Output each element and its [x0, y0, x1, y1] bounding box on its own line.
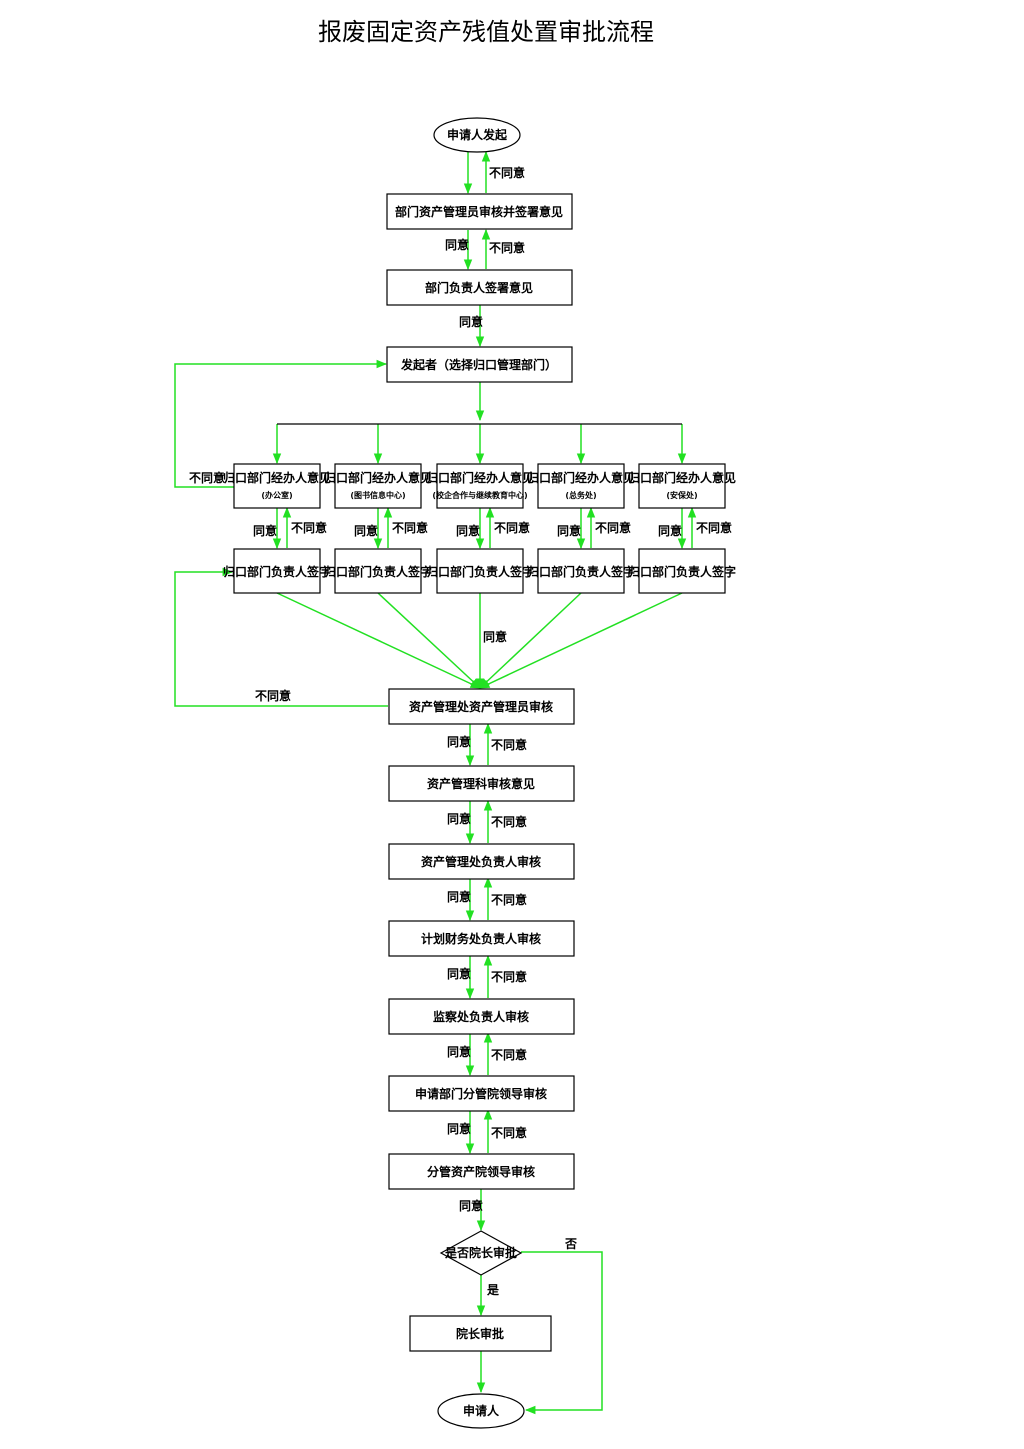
- svg-text:归口部门经办人意见: 归口部门经办人意见: [527, 470, 635, 485]
- node-handler-1: 归口部门经办人意见 (办公室): [223, 463, 331, 509]
- node-head-sign-3: 归口部门负责人签字: [426, 548, 534, 594]
- svg-text:申请人发起: 申请人发起: [447, 127, 508, 142]
- svg-text:部门资产管理员审核并签署意见: 部门资产管理员审核并签署意见: [395, 204, 563, 219]
- edge-label-agree: 同意: [447, 889, 471, 904]
- edge-label-agree: 同意: [483, 629, 507, 644]
- edge-label-disagree: 不同意: [696, 520, 732, 535]
- svg-text:分管资产院领导审核: 分管资产院领导审核: [427, 1164, 535, 1179]
- edge-label-disagree: 不同意: [489, 165, 525, 180]
- node-asset-office-head: 资产管理处负责人审核: [388, 843, 575, 880]
- edge-label-disagree: 不同意: [189, 470, 225, 485]
- edge-label-disagree: 不同意: [491, 1125, 527, 1140]
- node-handler-3: 归口部门经办人意见 (校企合作与继续教育中心): [426, 463, 534, 509]
- node-supervision-head: 监察处负责人审核: [388, 998, 575, 1035]
- svg-text:归口部门负责人签字: 归口部门负责人签字: [527, 564, 635, 579]
- node-end: 申请人: [437, 1393, 525, 1429]
- edge-label-agree: 同意: [557, 523, 581, 538]
- svg-text:(办公室): (办公室): [261, 490, 292, 500]
- svg-text:归口部门经办人意见: 归口部门经办人意见: [324, 470, 432, 485]
- flow-lines: [174, 150, 697, 1415]
- edge-label-disagree: 不同意: [494, 520, 530, 535]
- svg-text:归口部门经办人意见: 归口部门经办人意见: [426, 470, 534, 485]
- node-decision: 是否院长审批: [439, 1230, 523, 1276]
- svg-text:部门负责人签署意见: 部门负责人签署意见: [425, 280, 533, 295]
- edge-label-disagree: 不同意: [491, 892, 527, 907]
- edge-label-agree: 同意: [253, 523, 277, 538]
- node-finance-head: 计划财务处负责人审核: [388, 920, 575, 957]
- svg-text:发起者（选择归口管理部门）: 发起者（选择归口管理部门）: [400, 357, 557, 372]
- node-asset-section: 资产管理科审核意见: [388, 765, 575, 802]
- edge-label-agree: 同意: [459, 1198, 483, 1213]
- node-handler-2: 归口部门经办人意见 (图书信息中心): [324, 463, 432, 509]
- edge-label-disagree: 不同意: [595, 520, 631, 535]
- edge-label-agree: 同意: [445, 237, 469, 252]
- svg-text:归口部门经办人意见: 归口部门经办人意见: [223, 470, 331, 485]
- svg-text:计划财务处负责人审核: 计划财务处负责人审核: [421, 931, 541, 946]
- svg-text:(图书信息中心): (图书信息中心): [350, 490, 405, 500]
- svg-text:申请人: 申请人: [463, 1403, 500, 1418]
- edge-label-agree: 同意: [447, 1044, 471, 1059]
- node-head-sign-4: 归口部门负责人签字: [527, 548, 635, 594]
- edge-label-disagree: 不同意: [491, 1047, 527, 1062]
- node-asset-office-admin: 资产管理处资产管理员审核: [388, 688, 575, 725]
- edge-label-agree: 同意: [354, 523, 378, 538]
- svg-text:申请部门分管院领导审核: 申请部门分管院领导审核: [415, 1086, 547, 1101]
- node-head-sign-2: 归口部门负责人签字: [324, 548, 432, 594]
- node-president: 院长审批: [409, 1315, 552, 1352]
- svg-text:归口部门经办人意见: 归口部门经办人意见: [628, 470, 736, 485]
- svg-text:(校企合作与继续教育中心): (校企合作与继续教育中心): [432, 490, 527, 500]
- node-head-sign-1: 归口部门负责人签字: [223, 548, 331, 594]
- svg-text:(安保处): (安保处): [666, 490, 697, 500]
- edge-labels: 不同意 同意 不同意 同意 不同意 同意 不同意 同意 不同意 同意 不同意 同…: [189, 165, 732, 1297]
- svg-text:监察处负责人审核: 监察处负责人审核: [433, 1009, 529, 1024]
- edge-label-disagree: 不同意: [491, 814, 527, 829]
- svg-text:资产管理处资产管理员审核: 资产管理处资产管理员审核: [409, 699, 553, 714]
- edge-label-agree: 同意: [658, 523, 682, 538]
- edge-label-agree: 同意: [447, 734, 471, 749]
- edge-label-disagree: 不同意: [491, 969, 527, 984]
- node-head-sign-5: 归口部门负责人签字: [628, 548, 736, 594]
- node-handler-5: 归口部门经办人意见 (安保处): [628, 463, 736, 509]
- node-dept-asset-admin: 部门资产管理员审核并签署意见: [386, 193, 573, 230]
- edge-label-disagree: 不同意: [491, 737, 527, 752]
- edge-label-agree: 同意: [447, 1121, 471, 1136]
- svg-text:归口部门负责人签字: 归口部门负责人签字: [324, 564, 432, 579]
- svg-text:院长审批: 院长审批: [456, 1326, 504, 1341]
- node-start: 申请人发起: [433, 117, 521, 153]
- svg-text:归口部门负责人签字: 归口部门负责人签字: [426, 564, 534, 579]
- svg-text:(总务处): (总务处): [565, 490, 596, 500]
- edge-label-disagree: 不同意: [291, 520, 327, 535]
- edge-label-agree: 同意: [456, 523, 480, 538]
- edge-label-yes: 是: [486, 1283, 500, 1297]
- edge-label-disagree: 不同意: [392, 520, 428, 535]
- svg-text:归口部门负责人签字: 归口部门负责人签字: [628, 564, 736, 579]
- edge-label-no: 否: [564, 1237, 577, 1251]
- node-initiator-select: 发起者（选择归口管理部门）: [386, 346, 573, 383]
- node-handler-4: 归口部门经办人意见 (总务处): [527, 463, 635, 509]
- node-applicant-leader: 申请部门分管院领导审核: [388, 1075, 575, 1112]
- svg-text:归口部门负责人签字: 归口部门负责人签字: [223, 564, 331, 579]
- chart-title: 报废固定资产残值处置审批流程: [318, 18, 654, 46]
- edge-label-disagree: 不同意: [489, 240, 525, 255]
- node-dept-head: 部门负责人签署意见: [386, 269, 573, 306]
- svg-text:是否院长审批: 是否院长审批: [444, 1245, 517, 1260]
- edge-label-agree: 同意: [447, 966, 471, 981]
- edge-label-agree: 同意: [447, 811, 471, 826]
- edge-label-agree: 同意: [459, 314, 483, 329]
- svg-text:资产管理科审核意见: 资产管理科审核意见: [427, 776, 535, 791]
- node-asset-leader: 分管资产院领导审核: [388, 1153, 575, 1190]
- edge-label-disagree: 不同意: [255, 688, 291, 703]
- svg-text:资产管理处负责人审核: 资产管理处负责人审核: [421, 854, 541, 869]
